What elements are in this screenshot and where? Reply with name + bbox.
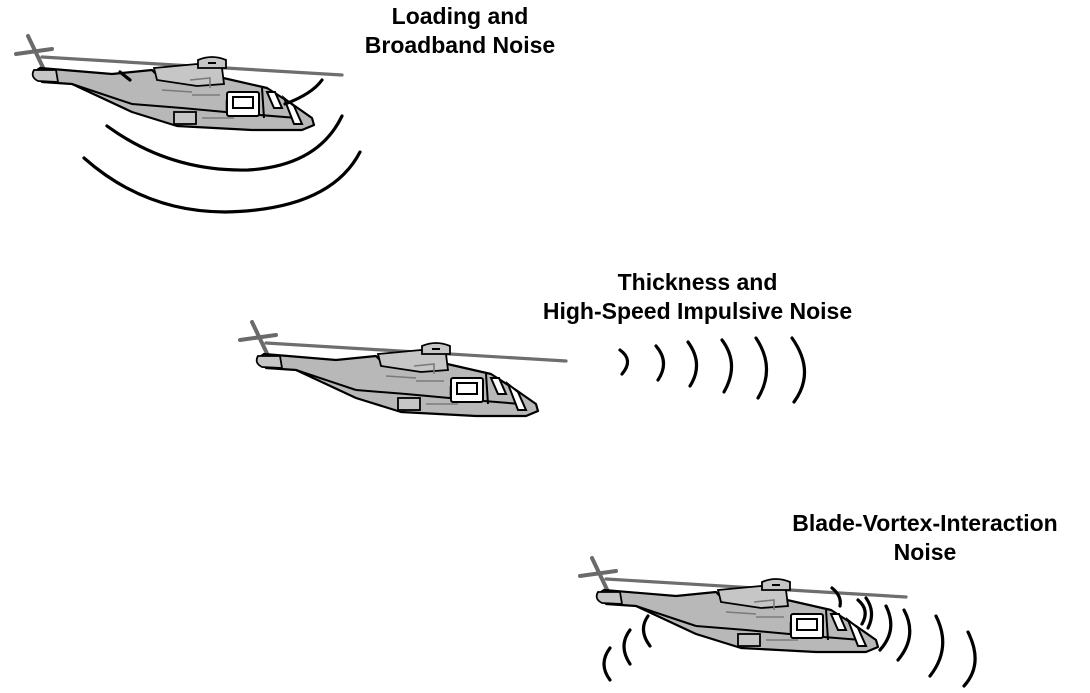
loading-noise-waves [82,70,362,214]
loading-label-line-1: Loading and [391,3,529,29]
helicopter-bvi [578,556,908,654]
helicopter-thickness [238,320,568,418]
bvi-noise-waves [602,586,977,688]
thickness-noise-waves [618,336,807,404]
loading-label-line-2: Broadband Noise [364,32,556,58]
bvi-label-line-2: Noise [893,539,957,565]
helicopter-loading [14,34,344,132]
thickness-label-line-2: High-Speed Impulsive Noise [542,298,853,324]
bvi-label-line-1: Blade-Vortex-Interaction [792,510,1058,536]
thickness-label-line-1: Thickness and [617,269,778,295]
thickness-noise-label: Thickness and High-Speed Impulsive Noise [500,268,895,326]
loading-noise-label: Loading and Broadband Noise [330,2,590,60]
bvi-noise-label: Blade-Vortex-Interaction Noise [760,509,1090,567]
